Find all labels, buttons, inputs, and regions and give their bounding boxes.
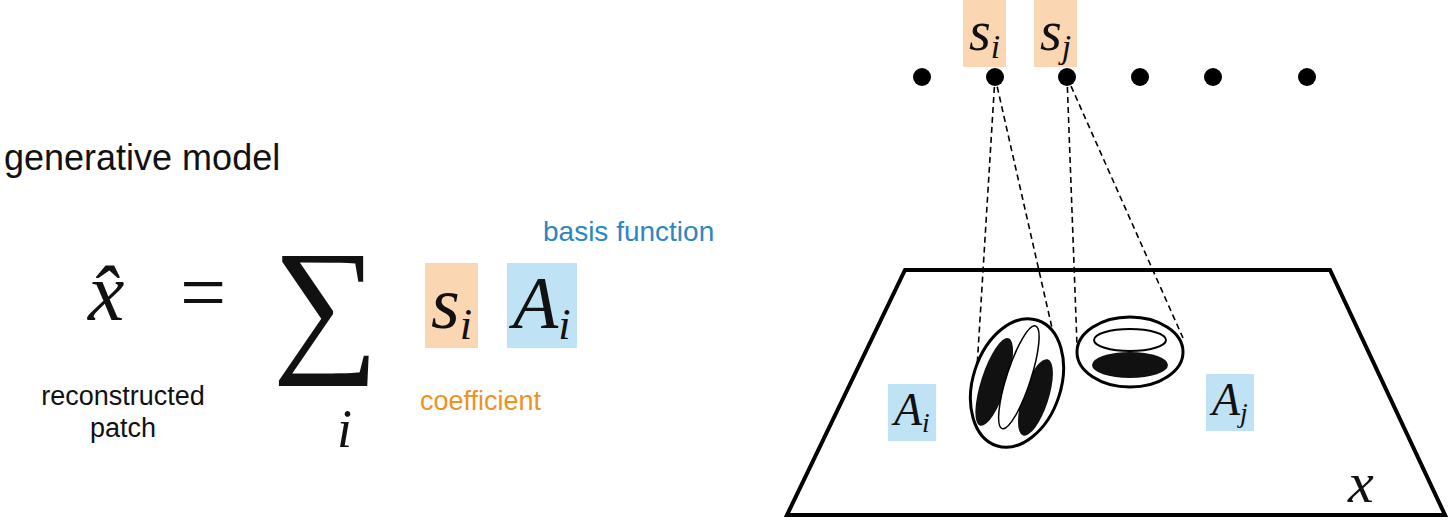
sum-index: i <box>337 402 352 456</box>
formula-term: x̂ <box>88 252 124 334</box>
formula-sum: ∑ <box>272 228 379 378</box>
basis-function-i <box>955 307 1079 460</box>
annotation-label: reconstructed patch <box>8 380 238 445</box>
formula-operator: = <box>180 252 226 334</box>
diagram-heading: generative model <box>4 140 280 176</box>
coefficient-highlight: si <box>425 263 478 348</box>
plane-outline <box>785 268 1447 518</box>
coefficient-highlight: si <box>963 0 1006 67</box>
annotation-label: coefficient <box>420 388 541 415</box>
symbol-label: si <box>969 3 1000 59</box>
plane-label: x <box>1348 454 1374 512</box>
coefficient-dots <box>913 68 1316 86</box>
symbol-label: sj <box>1040 3 1071 59</box>
basis-highlight: Ai <box>888 384 936 441</box>
image-plane: x Ai Aj <box>785 268 1447 518</box>
basis-highlight: Aj <box>1206 374 1254 431</box>
basis-highlight: Ai <box>507 263 577 348</box>
symbol-label: si <box>431 266 472 340</box>
annotation-label: basis function <box>543 218 714 246</box>
basis-function-j <box>1077 317 1183 387</box>
symbol-label: Ai <box>894 387 930 433</box>
symbol-label: Ai <box>513 266 571 340</box>
plane-outline-path <box>787 270 1445 515</box>
coefficient-highlight: sj <box>1034 0 1077 67</box>
symbol-label: Aj <box>1212 377 1248 423</box>
